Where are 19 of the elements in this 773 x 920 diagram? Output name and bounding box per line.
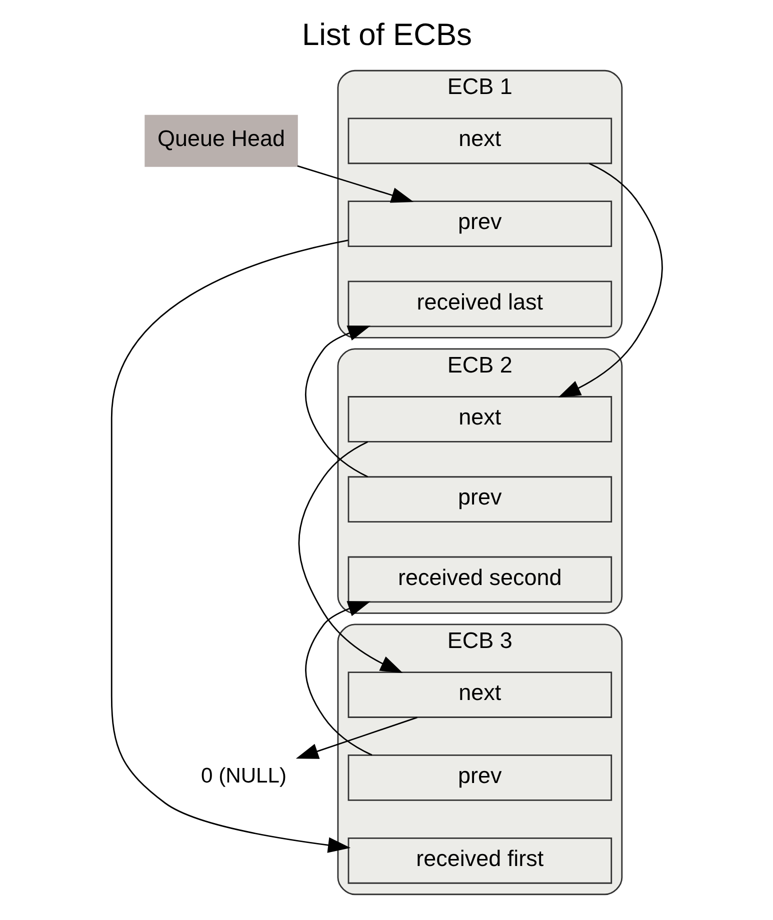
node-box: next [347,118,612,164]
node-box: Queue Head [144,114,298,167]
arrow [298,441,402,674]
node-box: received first [347,837,612,884]
arrow [304,601,372,756]
node-text: 0 (NULL) [200,764,286,788]
node-box: received second [347,556,612,603]
diagram-title: List of ECBs [301,16,472,52]
arrow [295,716,417,759]
node-box: prev [347,476,612,523]
arrow [558,162,662,398]
node-box: next [347,672,612,718]
arrow [304,326,370,478]
node-box: next [347,396,612,442]
node-box: received last [347,280,612,328]
arrow [110,240,350,853]
node-box: prev [347,754,612,801]
arrow [296,165,414,203]
node-box: prev [347,200,612,248]
